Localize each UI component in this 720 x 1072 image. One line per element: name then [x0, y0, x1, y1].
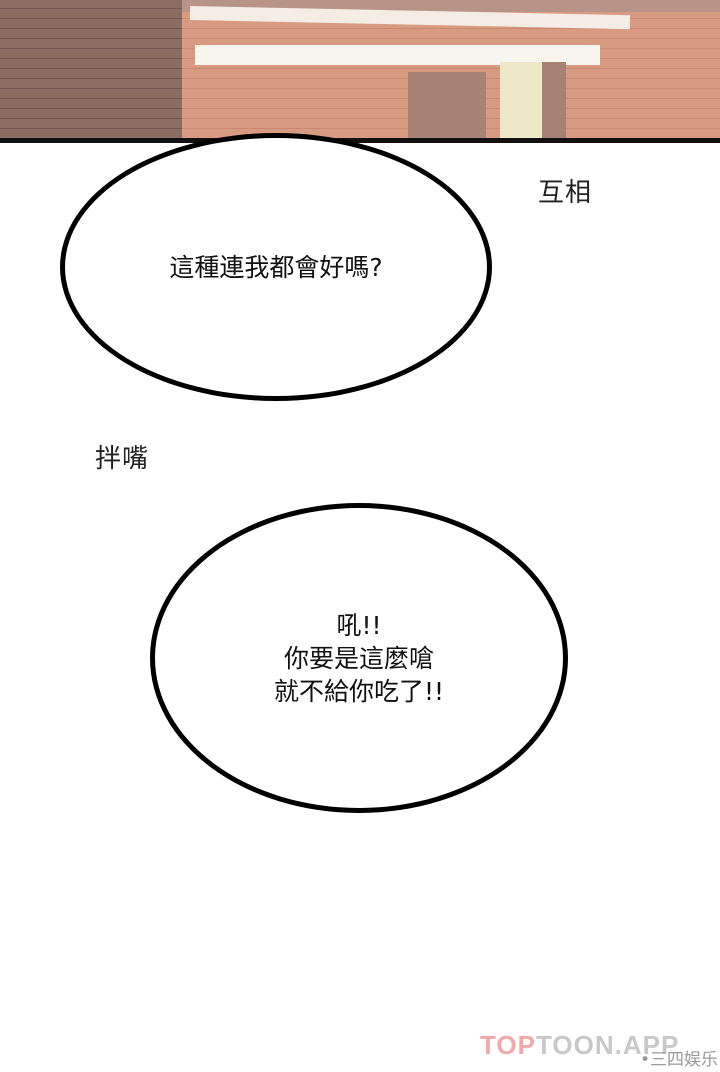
- sfx-text: 互相: [538, 178, 593, 208]
- watermark-suffix: .APP: [614, 1030, 680, 1060]
- watermark-toon: TOON: [535, 1030, 615, 1060]
- speech-bubble-2: 吼!! 你要是這麼嗆 就不給你吃了!!: [150, 503, 568, 813]
- sfx-text: 拌嘴: [95, 444, 150, 474]
- door-frame: [500, 62, 542, 138]
- brick-building-panel: [0, 0, 720, 138]
- watermark-logo: TOPTOON.APP: [480, 1030, 679, 1061]
- bubble-text: 就不給你吃了!!: [273, 676, 445, 706]
- speech-bubble-1: 這種連我都會好嗎?: [60, 133, 492, 401]
- bubble-text: 你要是這麼嗆: [283, 643, 434, 673]
- watermark-top: TOP: [480, 1030, 536, 1060]
- shaded-wall: [0, 0, 182, 138]
- panel-border: [0, 138, 720, 143]
- lintel: [195, 45, 600, 65]
- door: [408, 72, 486, 138]
- door-side: [542, 62, 566, 138]
- watermark-site: •三四娱乐: [640, 1050, 719, 1070]
- bubble-text: 這種連我都會好嗎?: [169, 252, 383, 282]
- bubble-text: 吼!!: [336, 610, 382, 640]
